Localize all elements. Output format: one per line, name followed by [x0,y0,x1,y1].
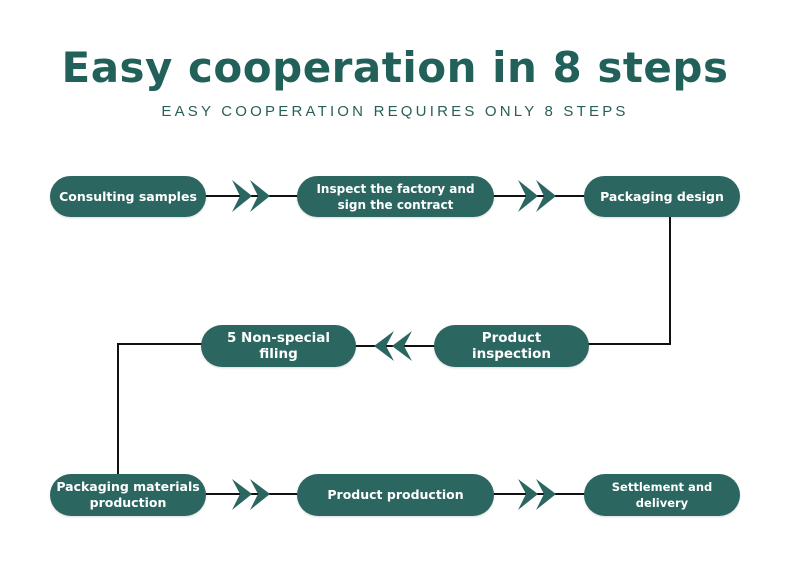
step-product-production: Product production [297,474,494,516]
step-label: Inspect the factory and sign the contrac… [316,181,475,212]
connector-line [117,343,202,476]
double-arrow-icon [518,479,556,510]
step-label: Consulting samples [59,188,197,204]
page-title: Easy cooperation in 8 steps [61,43,729,92]
double-arrow-icon [374,331,412,361]
double-arrow-icon [518,180,556,212]
step-label: Packaging design [600,188,724,204]
double-arrow-icon [232,479,270,510]
step-label: Packaging materials production [56,479,200,510]
step-settlement-delivery: Settlement and delivery [584,474,740,516]
step-product-inspection: Product inspection [434,325,589,367]
page-subtitle: EASY COOPERATION REQUIRES ONLY 8 STEPS [161,103,629,120]
step-packaging-design: Packaging design [584,176,740,217]
step-inspect-factory: Inspect the factory and sign the contrac… [297,176,494,217]
step-label: Product production [327,487,464,502]
step-label: Product inspection [471,330,552,362]
step-packaging-materials: Packaging materials production [50,474,206,516]
step-non-special-filing: 5 Non-special filing [201,325,356,367]
connector-line [588,216,671,345]
double-arrow-icon [232,180,270,212]
step-label: 5 Non-special filing [226,330,331,362]
step-consulting-samples: Consulting samples [50,176,206,217]
step-label: Settlement and delivery [611,480,713,510]
